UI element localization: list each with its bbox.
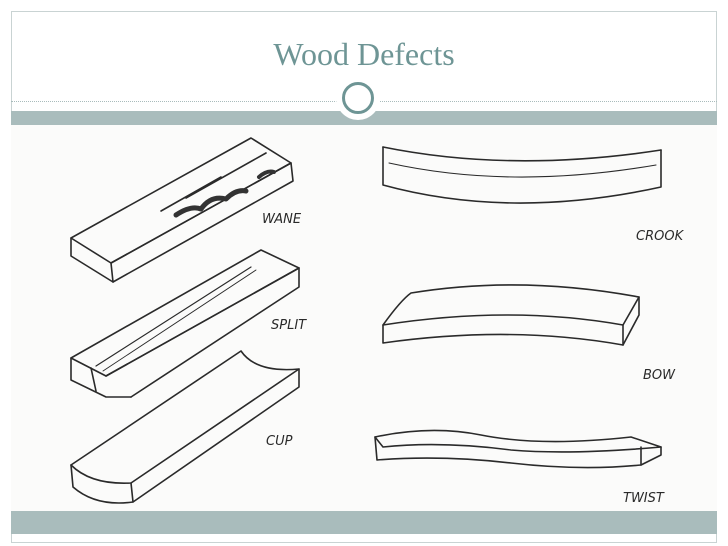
defects-drawing: WANE SPLIT CUP CROOK [70,137,685,506]
slide-title: Wood Defects [273,36,455,72]
wane-label: WANE [262,212,302,227]
cup-label: CUP [266,434,293,449]
wood-defects-sketch: WANE SPLIT CUP CROOK [11,125,717,511]
bow-label: BOW [643,368,676,383]
twist-board: TWIST [374,429,665,506]
bow-board: BOW [382,284,676,383]
crook-board: CROOK [382,146,685,244]
crook-label: CROOK [636,229,685,244]
cup-board: CUP [70,350,300,504]
twist-label: TWIST [623,491,665,506]
split-board: SPLIT [70,249,307,398]
split-label: SPLIT [271,318,307,333]
wane-board: WANE [70,137,302,283]
circle-ornament-icon [342,82,374,114]
footer-band [11,511,717,534]
